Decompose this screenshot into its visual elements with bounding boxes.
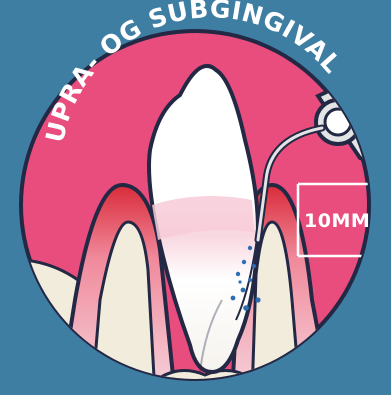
measurement-label: 10MM	[304, 210, 370, 232]
